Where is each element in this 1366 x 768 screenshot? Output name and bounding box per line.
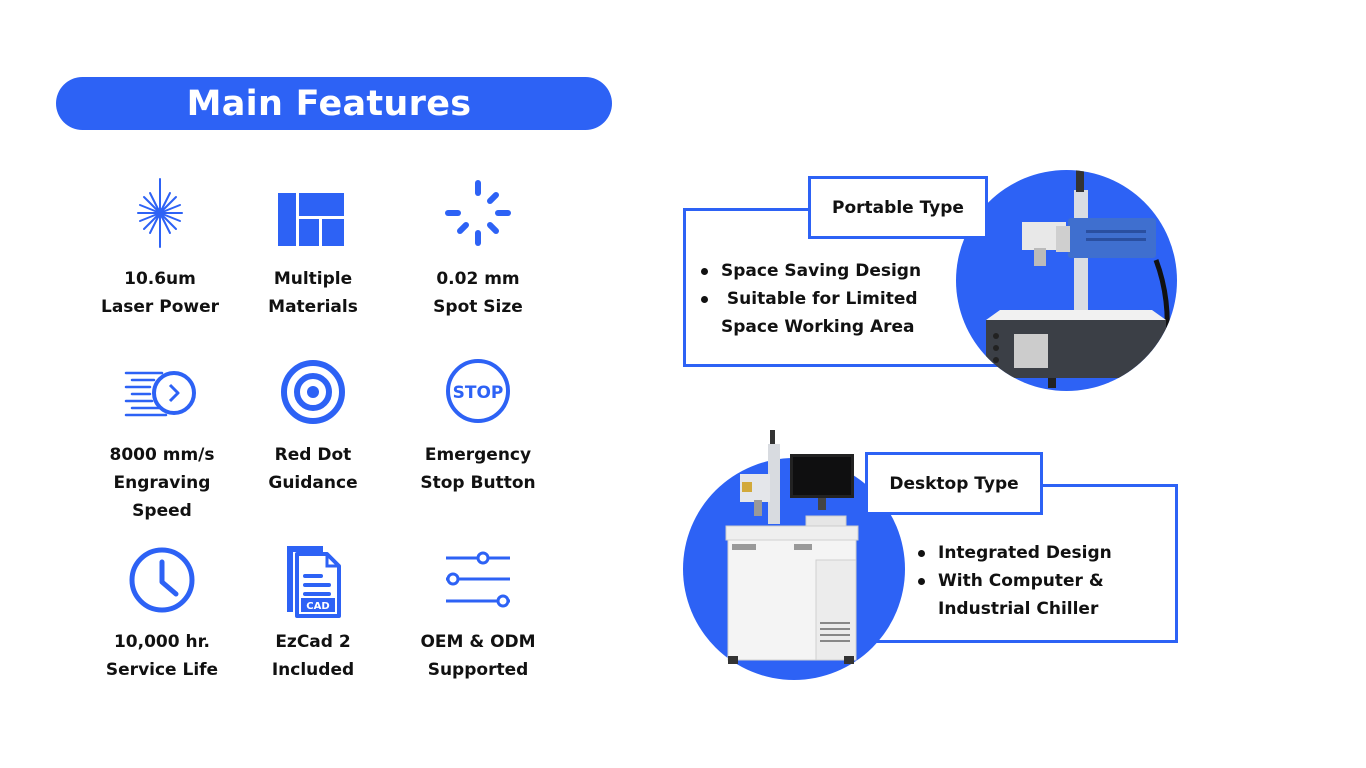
cad-icon-text: CAD	[306, 601, 329, 612]
materials-grid-icon	[273, 177, 353, 257]
feature-caption: Guidance	[268, 473, 358, 493]
portable-type-tag: Portable Type	[808, 176, 988, 239]
feature-caption: Spot Size	[433, 297, 523, 317]
clock-icon	[122, 540, 202, 620]
desktop-laser-machine-image	[725, 430, 859, 664]
feature-engraving-speed: 8000 mm/s Engraving Speed	[77, 353, 247, 525]
feature-label: 10,000 hr. Service Life	[106, 628, 218, 684]
bullet-dot	[701, 296, 708, 303]
bullet-dot	[701, 268, 708, 275]
feature-label: EzCad 2 Included	[272, 628, 354, 684]
bullet-text: With Computer &	[938, 571, 1104, 591]
bullet-text: Suitable for Limited	[721, 289, 918, 309]
stop-icon-text: STOP	[453, 383, 504, 403]
feature-laser-power: 10.6um Laser Power	[75, 177, 245, 321]
feature-label: 10.6um Laser Power	[101, 265, 219, 321]
desktop-type-label: Desktop Type	[889, 473, 1019, 494]
feature-oem-odm: OEM & ODM Supported	[393, 540, 563, 684]
speed-arrow-icon	[122, 353, 202, 433]
feature-value: 10,000 hr.	[113, 632, 211, 652]
stop-sign-icon: STOP	[438, 353, 518, 433]
feature-value: Emergency	[424, 445, 532, 465]
desktop-type-tag: Desktop Type	[865, 452, 1043, 515]
target-icon	[273, 353, 353, 433]
feature-ezcad: CAD EzCad 2 Included	[228, 540, 398, 684]
bullet-text: Space Saving Design	[721, 261, 922, 281]
portable-product-circle	[956, 170, 1177, 391]
feature-emergency-stop: STOP Emergency Stop Button	[393, 353, 563, 497]
portable-laser-machine-image	[986, 170, 1170, 388]
bullet-dot	[918, 578, 925, 585]
desktop-features-list: Integrated Design With Computer & Indust…	[916, 539, 1112, 623]
cad-file-icon: CAD	[273, 540, 353, 620]
feature-red-dot-guidance: Red Dot Guidance	[228, 353, 398, 497]
list-item: With Computer & Industrial Chiller	[916, 567, 1112, 623]
feature-value: 0.02 mm	[436, 269, 520, 289]
bullet-dot	[918, 550, 925, 557]
bullet-continuation: Space Working Area	[721, 317, 915, 337]
feature-value: 8000 mm/s	[109, 445, 215, 465]
feature-caption: Supported	[427, 660, 529, 680]
feature-caption: Service Life	[105, 660, 219, 680]
portable-features-list: Space Saving Design Suitable for Limited…	[699, 257, 921, 341]
feature-caption: Stop Button	[420, 473, 536, 493]
feature-value: 10.6um	[124, 269, 196, 289]
feature-caption: Engraving	[113, 473, 211, 493]
feature-multiple-materials: Multiple Materials	[228, 177, 398, 321]
feature-caption-2: Speed	[132, 501, 192, 521]
feature-label: Red Dot Guidance	[268, 441, 357, 497]
feature-service-life: 10,000 hr. Service Life	[77, 540, 247, 684]
feature-label: OEM & ODM Supported	[420, 628, 535, 684]
page-title: Main Features	[186, 83, 472, 124]
feature-value: EzCad 2	[275, 632, 351, 652]
feature-spot-size: 0.02 mm Spot Size	[393, 177, 563, 321]
feature-value: OEM & ODM	[420, 632, 536, 652]
list-item: Suitable for Limited Space Working Area	[699, 285, 921, 341]
feature-caption: Included	[271, 660, 355, 680]
main-features-header: Main Features	[56, 77, 612, 130]
sliders-icon	[438, 540, 518, 620]
feature-caption: Materials	[268, 297, 358, 317]
feature-label: 8000 mm/s Engraving Speed	[110, 441, 215, 525]
feature-value: Red Dot	[274, 445, 352, 465]
bullet-text: Integrated Design	[938, 543, 1112, 563]
spot-loader-icon	[438, 177, 518, 257]
portable-type-label: Portable Type	[832, 197, 964, 218]
feature-label: 0.02 mm Spot Size	[433, 265, 523, 321]
feature-value: Multiple	[273, 269, 353, 289]
list-item: Space Saving Design	[699, 257, 921, 285]
feature-label: Emergency Stop Button	[420, 441, 535, 497]
feature-caption: Laser Power	[100, 297, 219, 317]
laser-burst-icon	[120, 177, 200, 257]
bullet-continuation: Industrial Chiller	[938, 599, 1099, 619]
feature-label: Multiple Materials	[268, 265, 358, 321]
list-item: Integrated Design	[916, 539, 1112, 567]
